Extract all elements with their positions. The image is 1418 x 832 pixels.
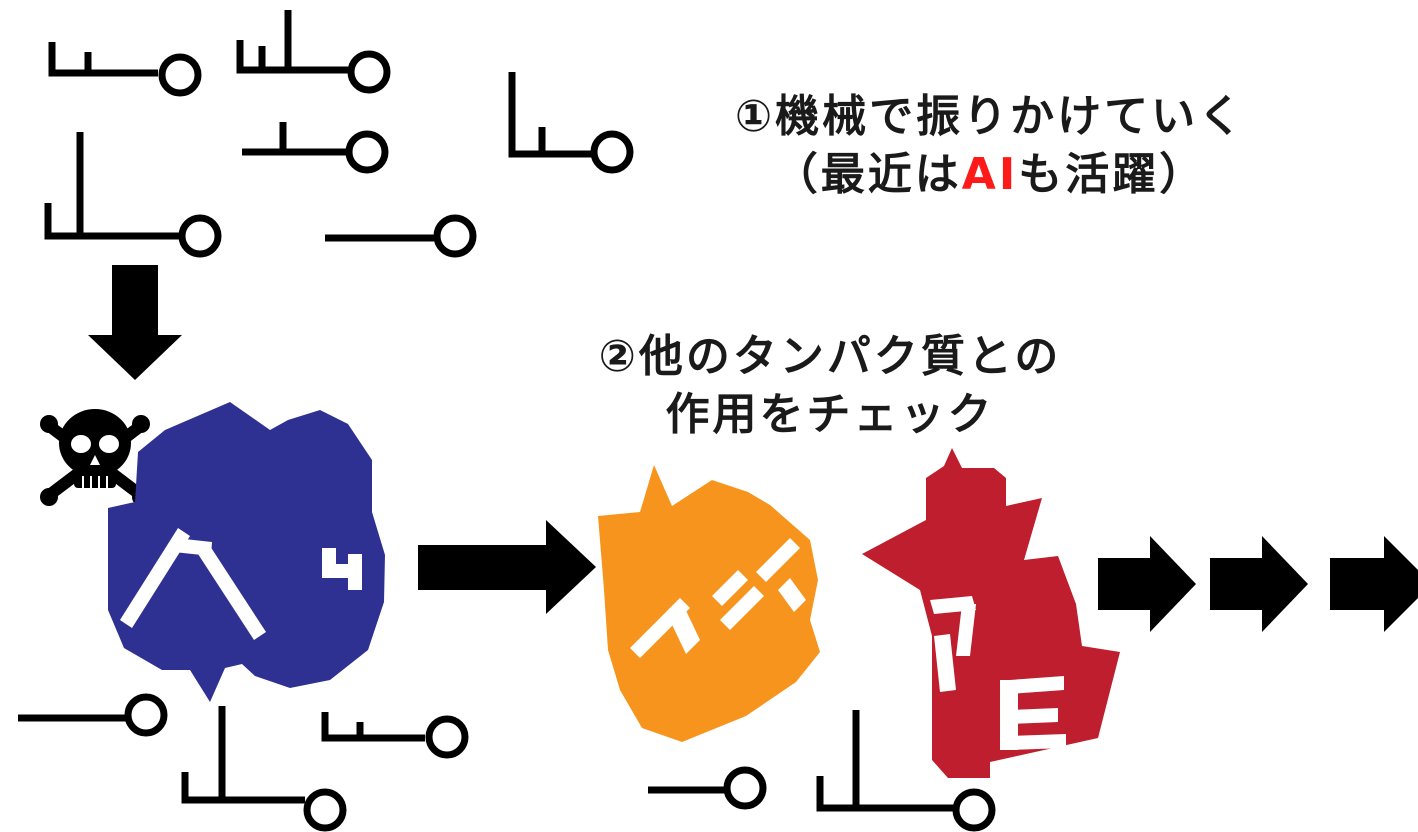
protein-mark [1000, 680, 1018, 750]
step2-caption: ②他のタンパク質との 作用をチェック [520, 328, 1140, 444]
step1-note-close: も活躍） [1018, 149, 1207, 200]
protein-mark [1010, 734, 1066, 750]
molecule-8 [181, 706, 347, 832]
protein-mark [1010, 708, 1058, 724]
arrow-right-icon [1210, 536, 1308, 632]
compound-library-bottom [648, 710, 996, 832]
protein-mark [756, 538, 800, 582]
compound-library [44, 10, 634, 258]
protein-mark [934, 634, 956, 692]
molecule-10 [648, 766, 767, 810]
partner-protein-orange [598, 465, 820, 742]
protein-mark [712, 570, 748, 606]
protein-mark [720, 586, 764, 630]
target-protein [108, 402, 385, 702]
molecule-11 [816, 710, 996, 832]
step2-line1: ②他のタンパク質との [598, 331, 1062, 382]
protein-mark [198, 546, 266, 640]
step1-note-open: （最近は [773, 149, 962, 200]
protein-mark [1010, 676, 1064, 694]
ai-highlight: AI [961, 149, 1019, 200]
protein-mark [348, 554, 362, 590]
molecule-5 [44, 132, 222, 258]
arrow-right-icon [1098, 536, 1196, 632]
skull-and-crossbones-icon [40, 409, 150, 506]
molecule-6 [325, 214, 477, 258]
molecule-4 [508, 72, 634, 174]
step1-title: ①機械で振りかけていく [734, 91, 1246, 142]
step2-line2: 作用をチェック [665, 389, 995, 440]
molecule-9 [321, 712, 469, 759]
protein-mark [778, 578, 806, 612]
protein-mark [666, 598, 700, 654]
step1-note: （最近はAIも活躍） [650, 146, 1330, 204]
step1-caption: ①機械で振りかけていく （最近はAIも活躍） [650, 88, 1330, 204]
compound-library-lower [18, 693, 469, 832]
partner-protein-red [862, 448, 1120, 778]
arrow-down-icon [88, 265, 182, 380]
protein-mark [956, 604, 976, 656]
arrow-right-icon [418, 520, 596, 614]
molecule-7 [18, 693, 168, 737]
molecule-1 [48, 42, 202, 97]
process-arrows [1098, 536, 1418, 632]
protein-mark [120, 528, 190, 628]
arrow-right-icon [1330, 536, 1418, 632]
molecule-3 [242, 122, 389, 174]
molecule-2 [236, 10, 391, 94]
